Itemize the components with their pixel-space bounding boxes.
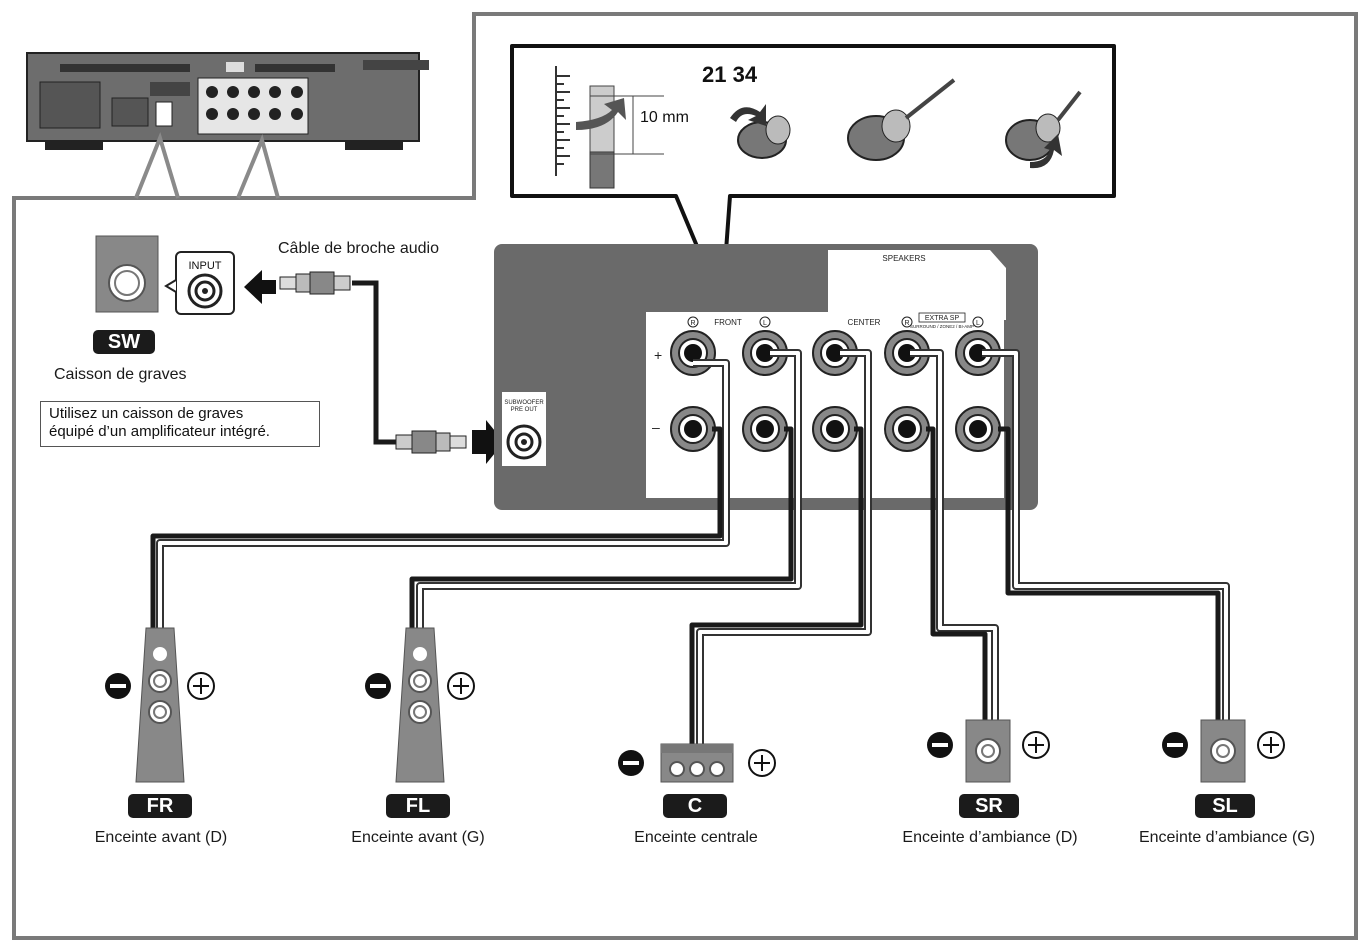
input-label: INPUT (189, 260, 222, 272)
sub-out-line2: PRE OUT (511, 407, 538, 413)
plus-mark: + (654, 347, 662, 363)
diagram-frame (12, 12, 1358, 940)
note-line-1: Utilisez un caisson de graves (49, 405, 244, 422)
speaker-label-fl: Enceinte avant (G) (351, 829, 485, 846)
front-r-mark: R (690, 320, 695, 327)
speaker-front-left (365, 627, 475, 783)
terminal-step-1 (730, 104, 791, 159)
speaker-badge-sl: SL (1195, 794, 1255, 818)
speaker-badge-fr: FR (128, 794, 192, 818)
front-l-mark: L (763, 320, 767, 327)
speaker-terminals (670, 330, 1001, 452)
receiver-rear-panel: SPEAKERS FRONT CENTER EXTRA SP SURROUND … (494, 244, 1038, 510)
speaker-badge-c: C (663, 794, 727, 818)
wire-preparation-strip: 10 mm 21 34 (510, 44, 1116, 308)
sub-out-line1: SUBWOOFER (504, 400, 544, 406)
extra-r-mark: R (904, 320, 909, 327)
receiver-rear-overview (26, 52, 429, 150)
rca-cable (279, 271, 504, 464)
extra-sp-sub-label: SURROUND / ZONE2 / BI-AMP (910, 324, 974, 329)
speaker-label-sl: Enceinte d’ambiance (G) (1138, 829, 1316, 846)
front-label: FRONT (714, 318, 742, 327)
measure-label: 10 mm (640, 109, 689, 126)
extra-l-mark: L (976, 320, 980, 327)
speaker-label-sr: Enceinte d’ambiance (D) (902, 829, 1078, 846)
speaker-cables (150, 349, 1230, 744)
speaker-badge-fl: FL (386, 794, 450, 818)
minus-mark: – (652, 419, 660, 435)
note-line-2: équipé d’un amplificateur intégré. (49, 423, 270, 440)
speakers-title: SPEAKERS (882, 254, 925, 263)
center-label: CENTER (848, 318, 881, 327)
terminal-step-3 (1005, 90, 1082, 169)
speaker-surround-left (1162, 719, 1285, 783)
subwoofer-note: Utilisez un caisson de graves équipé d’u… (40, 401, 320, 447)
ruler (555, 66, 570, 176)
subwoofer-label: Caisson de graves (54, 366, 187, 383)
speaker-label-c: Enceinte centrale (634, 829, 758, 846)
callout-left (134, 131, 180, 199)
arrow-to-input (244, 270, 276, 304)
terminal-step-2 (847, 78, 956, 161)
speaker-center (618, 743, 776, 783)
wire-insulation (589, 151, 615, 189)
subwoofer-input-callout: INPUT (164, 251, 235, 315)
subwoofer (95, 235, 159, 313)
speaker-front-right (105, 627, 215, 783)
speaker-badge-sr: SR (959, 794, 1019, 818)
speaker-label-fr: Enceinte avant (D) (94, 829, 228, 846)
step-numbers: 21 34 (702, 62, 758, 87)
subwoofer-badge: SW (93, 330, 155, 354)
callout-right (236, 133, 280, 199)
extra-sp-label: EXTRA SP (925, 315, 960, 322)
speaker-surround-right (927, 719, 1050, 783)
cable-label: Câble de broche audio (278, 240, 440, 257)
